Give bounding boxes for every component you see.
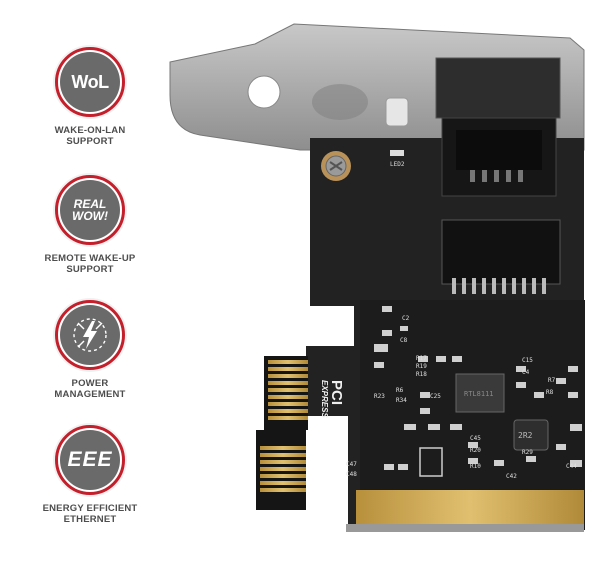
magnetics-module <box>441 219 561 294</box>
wol-icon: WoL <box>60 52 120 112</box>
led <box>390 150 404 156</box>
svg-text:C8: C8 <box>400 337 408 344</box>
svg-text:EXPRESS: EXPRESS <box>320 380 329 418</box>
board-edge <box>346 524 584 532</box>
svg-text:R23: R23 <box>374 393 385 400</box>
feature-remote-wakeup: REAL WOW! REMOTE WAKE-UP SUPPORT <box>0 175 180 275</box>
gold-strip <box>356 490 584 524</box>
svg-text:R20: R20 <box>470 447 481 454</box>
pcie-edge-connector <box>256 356 308 510</box>
svg-text:PCI: PCI <box>328 380 345 405</box>
svg-text:R34: R34 <box>396 397 407 404</box>
wol-badge: WoL <box>55 47 125 117</box>
svg-text:R7: R7 <box>548 377 556 384</box>
svg-text:R17: R17 <box>416 355 427 362</box>
controller-chip <box>455 373 505 413</box>
feature-power-management: POWER MANAGEMENT <box>0 300 180 400</box>
wol-caption: WAKE-ON-LAN SUPPORT <box>54 125 126 147</box>
eee-icon: EEE <box>60 430 120 490</box>
svg-text:R8: R8 <box>546 389 554 396</box>
bracket-hole <box>247 75 281 109</box>
eee-caption: ENERGY EFFICIENT ETHERNET <box>42 503 138 525</box>
svg-text:R6: R6 <box>396 387 404 394</box>
smd-components <box>374 306 582 470</box>
svg-text:2R2: 2R2 <box>518 431 533 440</box>
svg-text:C47: C47 <box>346 461 357 468</box>
svg-text:C4: C4 <box>522 369 530 376</box>
feature-eee: EEE ENERGY EFFICIENT ETHERNET <box>0 425 180 525</box>
power-badge <box>55 300 125 370</box>
svg-text:C48: C48 <box>346 471 357 478</box>
svg-text:C45: C45 <box>470 435 481 442</box>
realwow-icon: REAL WOW! <box>60 180 120 240</box>
eee-badge: EEE <box>55 425 125 495</box>
svg-text:C42: C42 <box>506 473 517 480</box>
power-caption: POWER MANAGEMENT <box>54 378 126 400</box>
svg-text:C15: C15 <box>522 357 533 364</box>
svg-text:C44: C44 <box>566 463 577 470</box>
svg-text:C2: C2 <box>402 315 410 322</box>
svg-text:R29: R29 <box>522 449 533 456</box>
svg-text:C25: C25 <box>430 393 441 400</box>
feature-wol: WoL WAKE-ON-LAN SUPPORT <box>0 47 180 147</box>
pci-express-logo: PCI EXPRESS <box>320 380 345 418</box>
svg-text:LED2: LED2 <box>390 161 405 168</box>
feature-list: WoL WAKE-ON-LAN SUPPORT REAL WOW! REMOTE… <box>0 0 180 568</box>
silkscreen-refs: R23 R6 R34 C25 C45 R20 R10 R29 C42 C47 C… <box>346 315 577 480</box>
remote-wakeup-caption: REMOTE WAKE-UP SUPPORT <box>44 253 136 275</box>
svg-text:R18: R18 <box>416 371 427 378</box>
power-plug-icon <box>60 305 120 365</box>
realwow-badge: REAL WOW! <box>55 175 125 245</box>
network-card-photo: LED2 RTL8111 2R2 R23 R6 <box>169 23 585 532</box>
svg-text:RTL8111: RTL8111 <box>464 390 494 398</box>
inductor <box>513 419 549 451</box>
svg-text:R10: R10 <box>470 463 481 470</box>
rj45-port <box>435 57 561 197</box>
svg-text:R19: R19 <box>416 363 427 370</box>
